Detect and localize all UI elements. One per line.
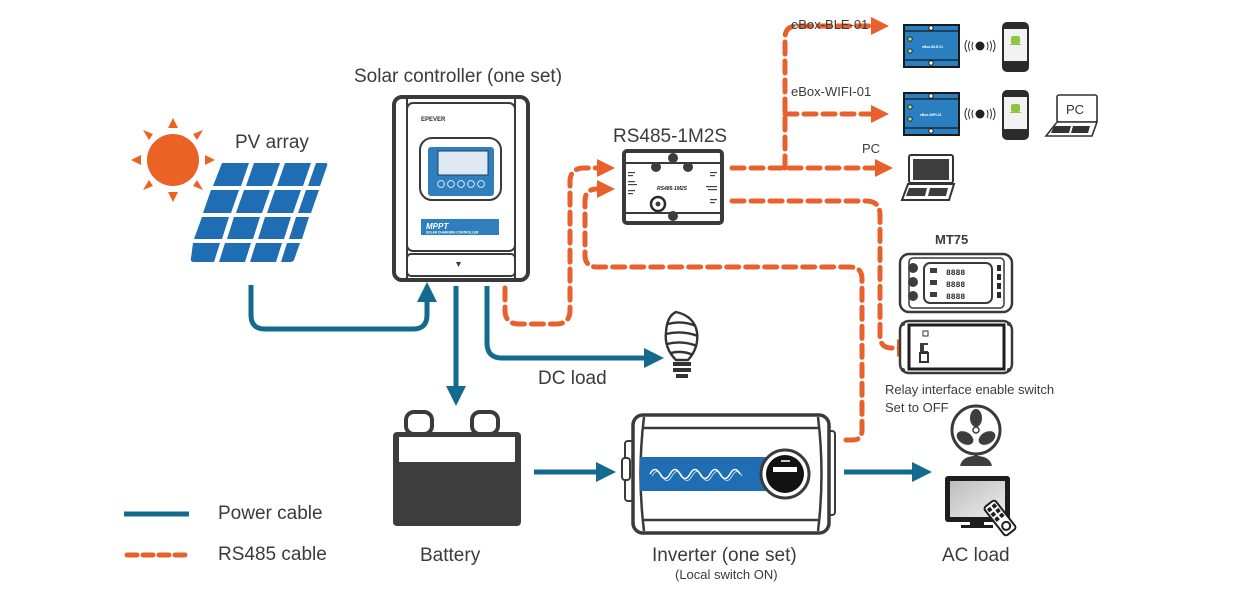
ebox-wifi-label: eBox-WIFI-01: [791, 84, 871, 99]
light-bulb-icon: [664, 310, 699, 378]
battery-icon: [393, 410, 521, 526]
mt75-readout-1: 8888: [946, 269, 965, 278]
power-cables: [248, 282, 932, 482]
sun-icon: [131, 118, 215, 202]
wifi-signal-icon: [964, 107, 996, 121]
ebox-ble: eBox-BLE-01: [903, 24, 960, 68]
ebox-wifi-pc-label: PC: [1066, 102, 1084, 117]
pc-label: PC: [862, 141, 880, 156]
mt75-back-relay-panel: [898, 319, 1014, 375]
battery-label: Battery: [420, 545, 481, 566]
pc-laptop: [900, 154, 956, 201]
android-phone-icon: [1002, 22, 1029, 72]
mt75-readout-3: 8888: [946, 293, 965, 302]
rs485-hub: RS485-1M2S: [622, 149, 724, 225]
pv-array-label: PV array: [235, 132, 309, 153]
bluetooth-signal-icon: [964, 39, 996, 53]
inverter-to-hub-cable: [582, 180, 865, 443]
controller-badge-subtitle: SOLAR CHARGING CONTROLLER: [426, 231, 479, 235]
ebox-wifi-plate: eBox-WIFI-01: [920, 113, 942, 117]
mt75-meter: 8888 8888 8888: [898, 252, 1014, 314]
relay-switch-note-line2: Set to OFF: [885, 400, 949, 415]
sine-wave-icon: [649, 468, 741, 480]
controller-buttons: [437, 180, 485, 188]
fan-icon: [950, 404, 1002, 466]
controller-to-dc-load-cable: [484, 286, 664, 368]
solar-controller: EPEVER MPPT SOLAR CHARGING CONTROLLER: [392, 95, 530, 282]
inverter: [621, 413, 836, 535]
legend-rs485-label: RS485 cable: [218, 544, 327, 565]
inverter-label: Inverter (one set): [652, 545, 797, 566]
inverter-sublabel: (Local switch ON): [675, 567, 778, 582]
dc-load-label: DC load: [538, 368, 607, 389]
controller-brand: EPEVER: [421, 117, 446, 123]
ebox-wifi: eBox-WIFI-01: [903, 92, 960, 136]
legend: Power cable RS485 cable: [124, 503, 327, 565]
laptop-pc-icon: PC: [1044, 94, 1099, 137]
pv-to-controller-cable: [248, 282, 437, 332]
rs485-hub-label: RS485-1M2S: [613, 126, 727, 147]
legend-power-label: Power cable: [218, 503, 323, 524]
hub-to-ebox-branch: [782, 17, 889, 171]
rs485-cables: [502, 17, 915, 443]
controller-badge-title: MPPT: [426, 222, 449, 231]
ebox-ble-plate: eBox-BLE-01: [922, 45, 943, 49]
solar-controller-label: Solar controller (one set): [354, 66, 562, 87]
solar-panel-icon: [190, 163, 328, 262]
ac-load-label: AC load: [942, 545, 1010, 566]
controller-to-hub-cable: [502, 159, 615, 327]
android-phone-icon: [1002, 90, 1029, 140]
mt75-readout-2: 8888: [946, 281, 965, 290]
hub-plate-text: RS485-1M2S: [657, 186, 688, 192]
ebox-ble-label: eBox-BLE-01: [791, 17, 868, 32]
remote-icon: [983, 499, 1017, 537]
relay-switch-note-line1: Relay interface enable switch: [885, 382, 1054, 397]
mt75-label: MT75: [935, 232, 968, 247]
hub-to-mt75-cable: [729, 198, 915, 357]
